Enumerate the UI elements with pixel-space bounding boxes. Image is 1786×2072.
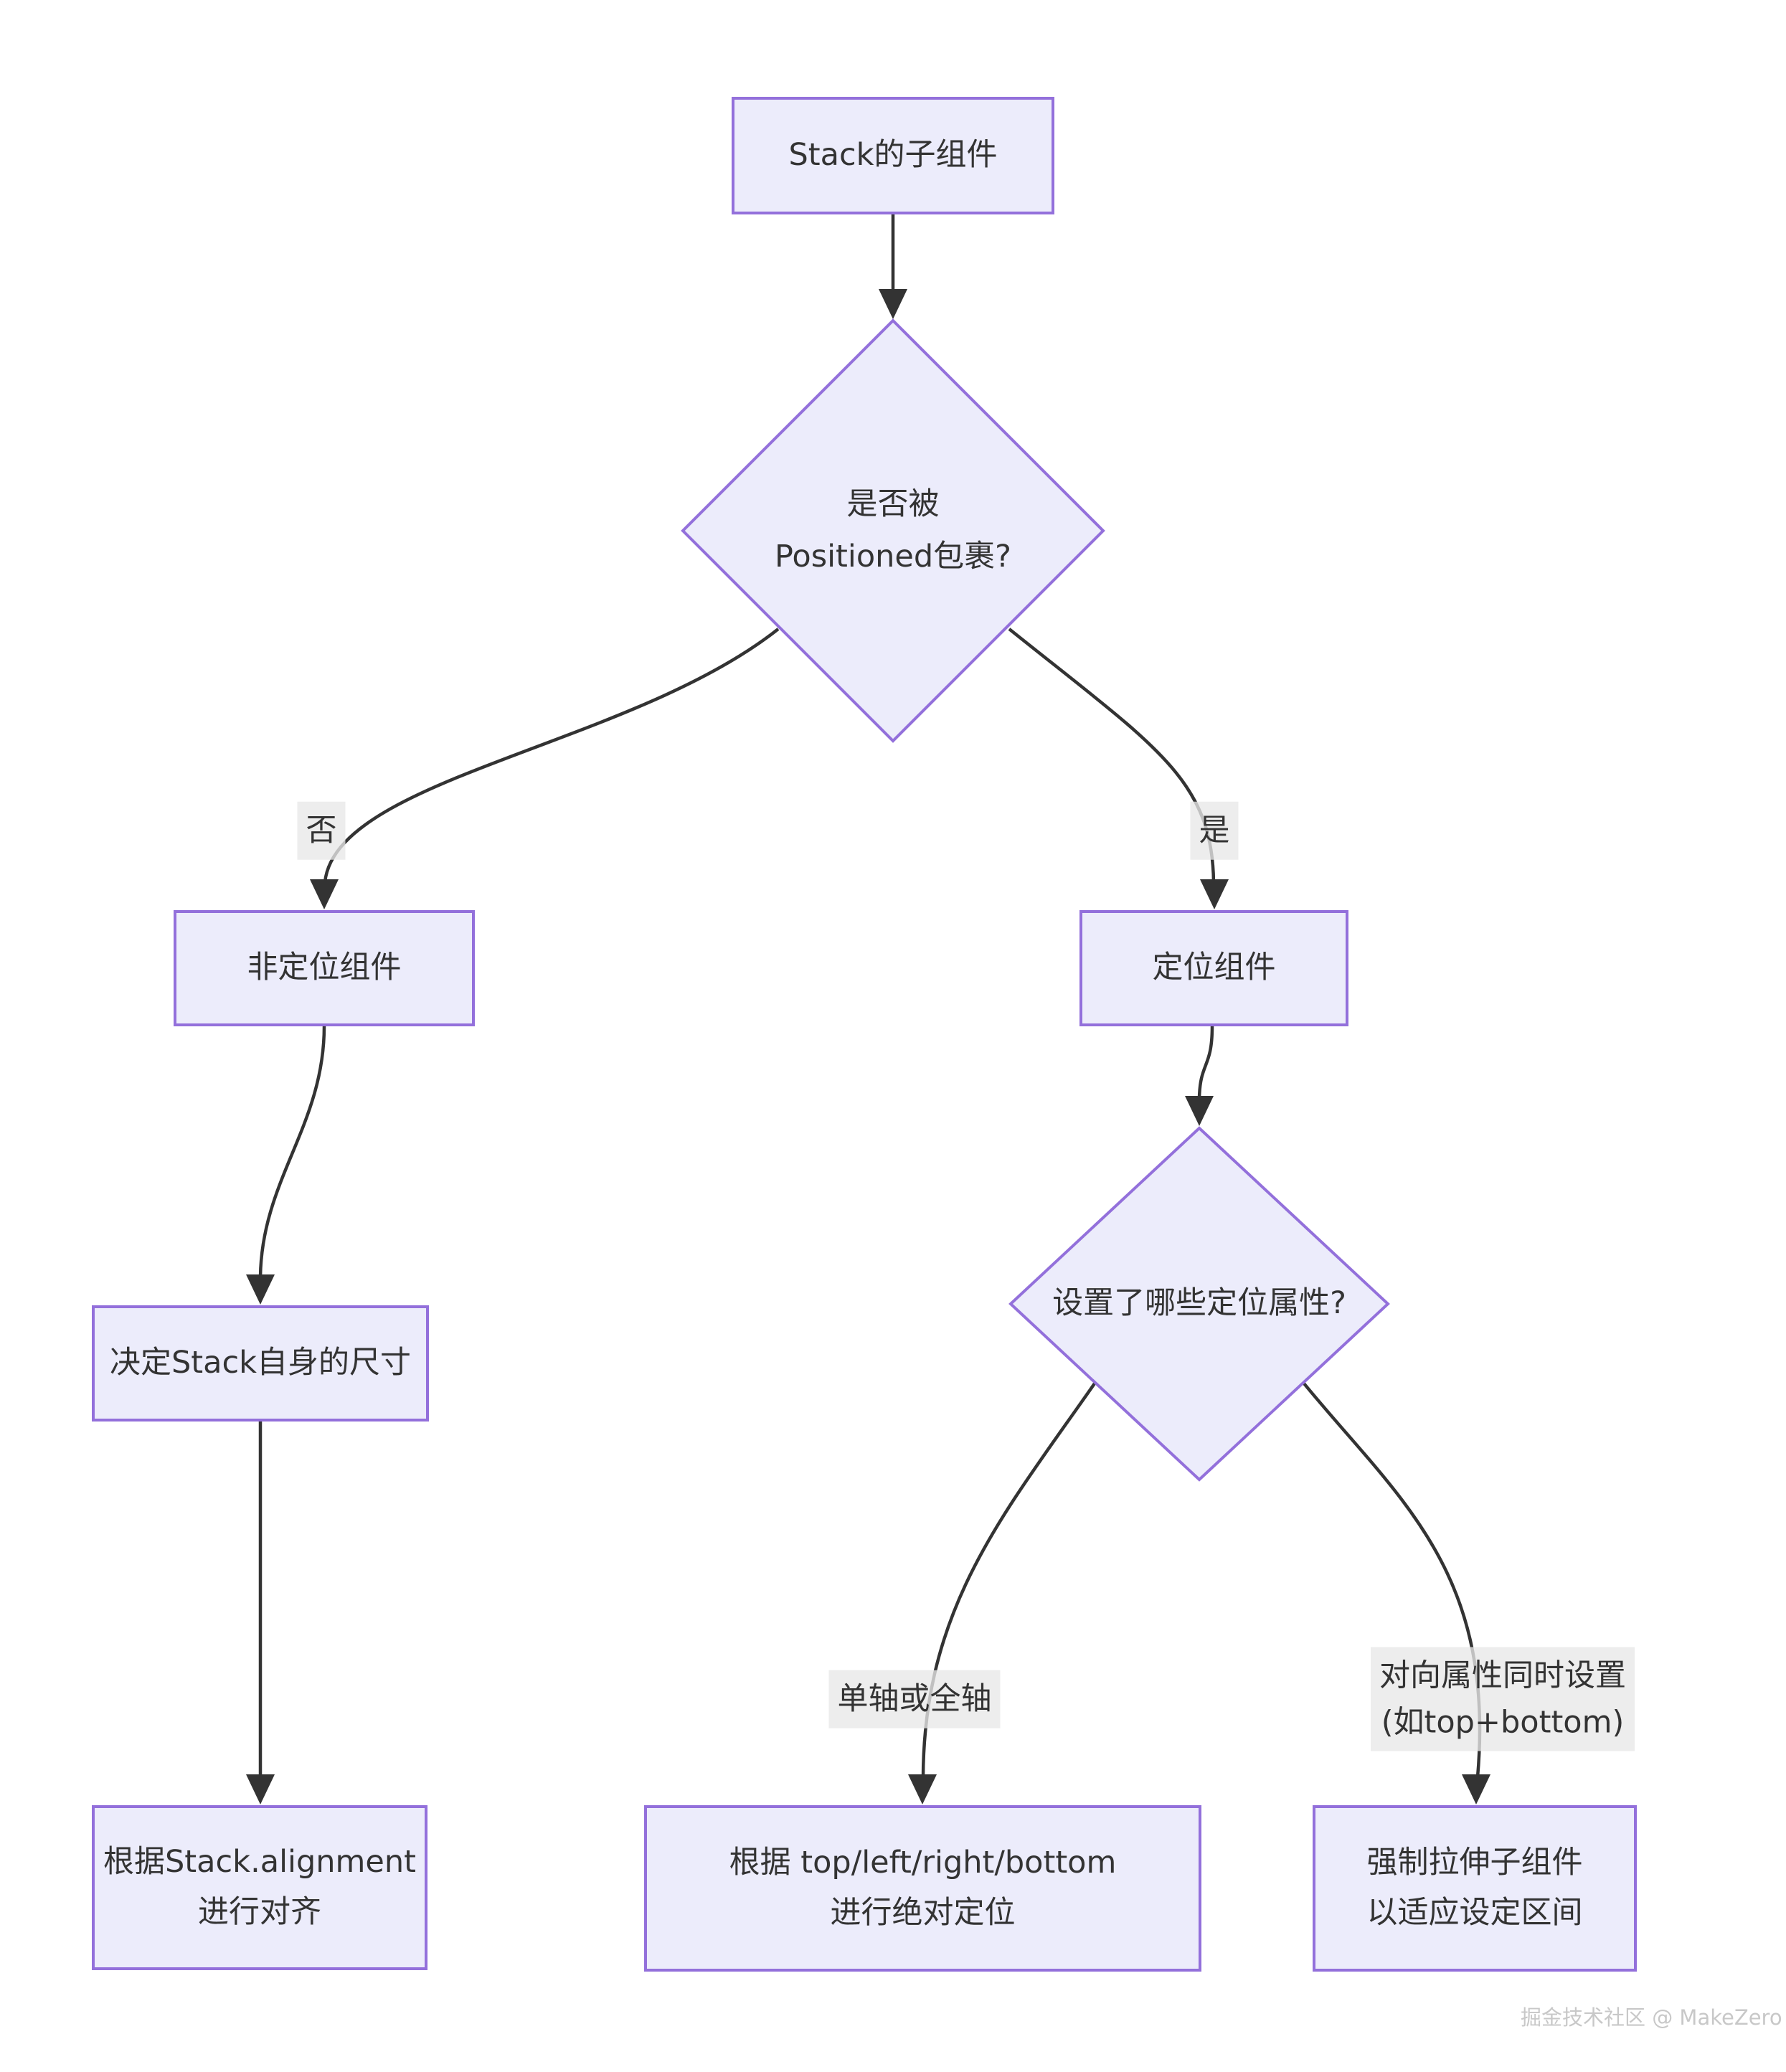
arrowhead-into-stretch [1462, 1774, 1490, 1804]
decision-which-props-shape [1008, 1126, 1390, 1482]
edge-label-single-axis-text: 单轴或全轴 [837, 1680, 992, 1717]
node-stack-size: 决定Stack自身的尺寸 [92, 1305, 429, 1421]
edge-label-opposite-props-line1: 对向属性同时设置 [1379, 1657, 1626, 1694]
edge-label-yes-text: 是 [1199, 812, 1230, 848]
node-stack-children: Stack的子组件 [732, 97, 1054, 214]
watermark: 掘金技术社区 @ MakeZero [1521, 2005, 1782, 2030]
node-stretch-line2: 以适应设定区间 [1366, 1895, 1583, 1931]
edge-label-single-axis: 单轴或全轴 [828, 1670, 1001, 1728]
decision-which-props-text: 设置了哪些定位属性? [1052, 1285, 1346, 1322]
node-align-line2: 进行对齐 [198, 1894, 321, 1930]
decision-which-props-label: 设置了哪些定位属性? [1009, 1127, 1389, 1481]
arrowhead-into-align [246, 1774, 275, 1804]
node-non-positioned: 非定位组件 [174, 910, 475, 1026]
edge-label-no: 否 [297, 801, 346, 860]
edge-non-positioned-to-stack-size [258, 1026, 326, 1279]
decision-which-props: 设置了哪些定位属性? [1008, 1126, 1390, 1482]
edge-label-opposite-props-line2: (如top+bottom) [1381, 1704, 1625, 1740]
node-absolute-positioning: 根据 top/left/right/bottom 进行绝对定位 [644, 1805, 1201, 1972]
arrowhead-into-decision [879, 289, 907, 319]
edge-label-opposite-props: 对向属性同时设置 (如top+bottom) [1371, 1647, 1635, 1751]
node-align-line1: 根据Stack.alignment [103, 1844, 416, 1881]
edge-label-yes: 是 [1190, 801, 1239, 860]
decision-positioned-line2: Positioned包裹? [775, 539, 1011, 574]
node-positioned: 定位组件 [1079, 910, 1348, 1026]
arrowhead-into-positioned [1200, 879, 1229, 909]
decision-positioned-wrapped-shape [681, 318, 1105, 743]
edge-label-no-text: 否 [306, 812, 337, 848]
arrowhead-into-props-decision [1185, 1096, 1214, 1126]
node-align-by-alignment: 根据Stack.alignment 进行对齐 [92, 1805, 427, 1970]
node-absolute-line1: 根据 top/left/right/bottom [729, 1845, 1117, 1881]
node-non-positioned-label: 非定位组件 [247, 950, 402, 986]
node-absolute-line2: 进行绝对定位 [830, 1895, 1016, 1931]
decision-positioned-wrapped-label: 是否被 Positioned包裹? [681, 319, 1105, 742]
node-stretch-line1: 强制拉伸子组件 [1366, 1845, 1583, 1881]
node-stack-children-label: Stack的子组件 [788, 137, 998, 174]
node-stack-size-label: 决定Stack自身的尺寸 [109, 1345, 412, 1381]
decision-positioned-line1: 是否被 [846, 486, 940, 522]
arrowhead-into-stack-size [246, 1274, 275, 1305]
node-stretch-child: 强制拉伸子组件 以适应设定区间 [1313, 1805, 1637, 1972]
edge-decision-to-non-positioned [323, 628, 780, 883]
arrowhead-into-absolute [908, 1774, 937, 1804]
node-positioned-label: 定位组件 [1152, 950, 1276, 986]
edge-positioned-to-props-decision [1197, 1026, 1214, 1099]
decision-positioned-wrapped: 是否被 Positioned包裹? [681, 318, 1105, 743]
arrowhead-into-non-positioned [310, 879, 339, 909]
